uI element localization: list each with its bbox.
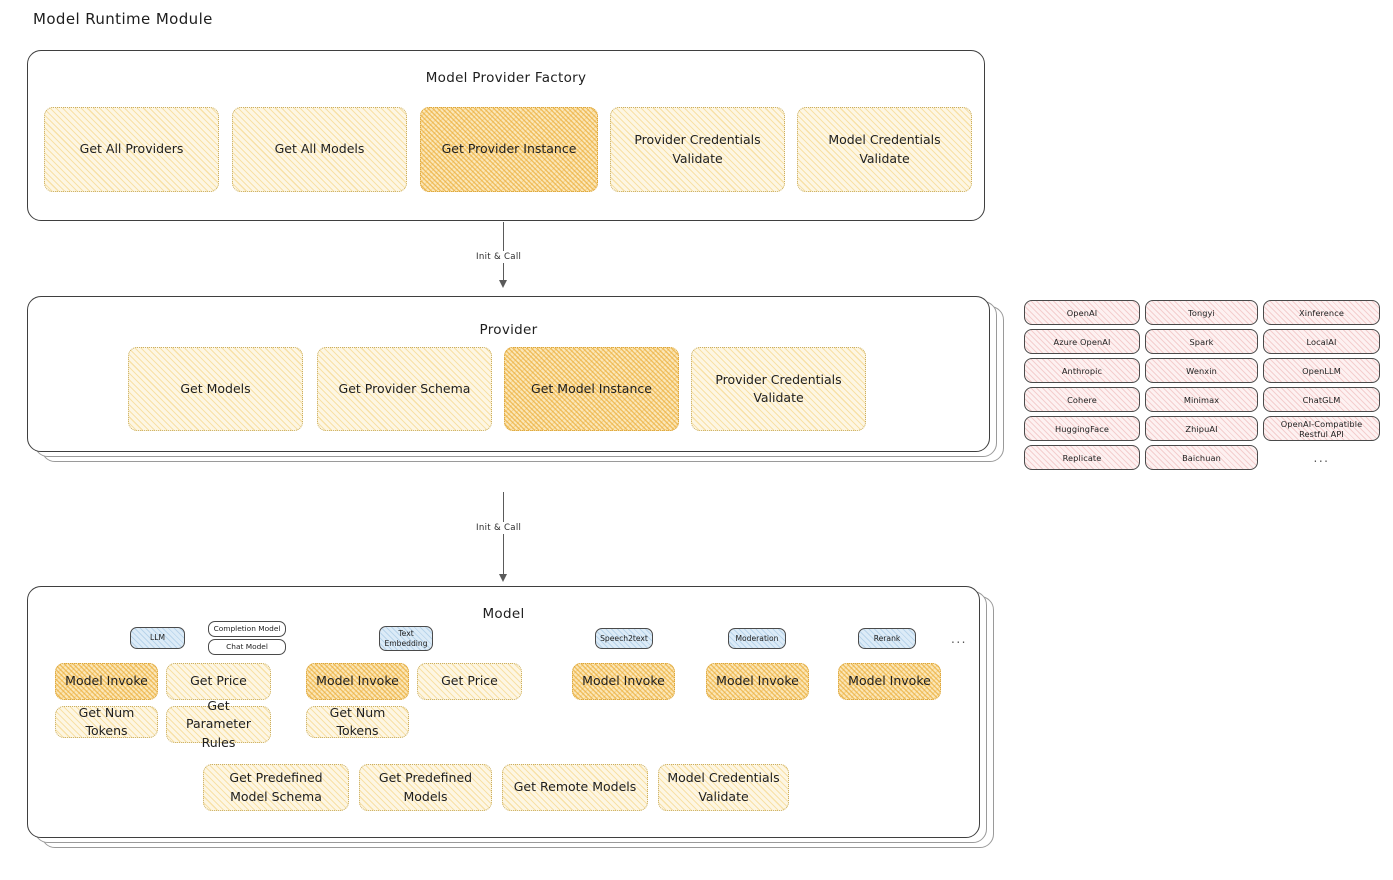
provider-pill-openllm[interactable]: OpenLLM (1263, 358, 1380, 383)
badge-chat-model[interactable]: Chat Model (208, 639, 286, 655)
model-groups: LLM Completion Model Chat Model Model In… (27, 586, 980, 838)
arrow-provider-to-model-head (499, 574, 507, 582)
node-text-embedding-model-invoke[interactable]: Model Invoke (306, 663, 409, 700)
model-title: Model (482, 606, 525, 622)
provider-title: Provider (479, 322, 538, 338)
provider-pill-replicate[interactable]: Replicate (1024, 445, 1140, 470)
node-provider-credentials-validate-2[interactable]: Provider Credentials Validate (691, 347, 866, 431)
node-get-remote-models[interactable]: Get Remote Models (502, 764, 648, 811)
badge-completion-model[interactable]: Completion Model (208, 621, 286, 637)
provider-pill-anthropic[interactable]: Anthropic (1024, 358, 1140, 383)
node-rerank-model-invoke[interactable]: Model Invoke (838, 663, 941, 700)
node-get-provider-instance[interactable]: Get Provider Instance (420, 107, 598, 192)
badge-text-embedding[interactable]: Text Embedding (379, 626, 433, 651)
node-speech2text-model-invoke[interactable]: Model Invoke (572, 663, 675, 700)
badge-llm[interactable]: LLM (130, 627, 185, 649)
arrow-provider-to-model-line (503, 492, 505, 580)
arrow-label-init-call-1: Init & Call (472, 251, 526, 263)
provider-pill-minimax[interactable]: Minimax (1145, 387, 1258, 412)
node-model-credentials-validate[interactable]: Model Credentials Validate (797, 107, 972, 192)
model-provider-factory-title: Model Provider Factory (425, 70, 587, 86)
node-text-embedding-get-num-tokens[interactable]: Get Num Tokens (306, 705, 409, 738)
provider-pill-localai[interactable]: LocalAI (1263, 329, 1380, 354)
arrow-label-init-call-2: Init & Call (472, 522, 526, 534)
node-get-provider-schema[interactable]: Get Provider Schema (317, 347, 492, 431)
page-title: Model Runtime Module (33, 10, 213, 28)
node-moderation-model-invoke[interactable]: Model Invoke (706, 663, 809, 700)
node-provider-credentials-validate[interactable]: Provider Credentials Validate (610, 107, 785, 192)
node-llm-get-price[interactable]: Get Price (166, 663, 271, 700)
provider-list-more: ... (1313, 450, 1330, 465)
node-llm-get-num-tokens[interactable]: Get Num Tokens (55, 705, 158, 738)
provider-pill-chatglm[interactable]: ChatGLM (1263, 387, 1380, 412)
badge-speech2text[interactable]: Speech2text (595, 628, 653, 649)
model-groups-more: ... (951, 631, 967, 646)
provider-pill-zhipuai[interactable]: ZhipuAI (1145, 416, 1258, 441)
node-get-all-providers[interactable]: Get All Providers (44, 107, 219, 192)
provider-pill-spark[interactable]: Spark (1145, 329, 1258, 354)
provider-list: OpenAI Azure OpenAI Anthropic Cohere Hug… (1024, 300, 1384, 475)
provider-pill-xinference[interactable]: Xinference (1263, 300, 1380, 325)
provider-pill-cohere[interactable]: Cohere (1024, 387, 1140, 412)
factory-nodes: Get All Providers Get All Models Get Pro… (27, 50, 985, 221)
node-get-models[interactable]: Get Models (128, 347, 303, 431)
provider-pill-openai[interactable]: OpenAI (1024, 300, 1140, 325)
badge-rerank[interactable]: Rerank (858, 628, 916, 649)
node-get-all-models[interactable]: Get All Models (232, 107, 407, 192)
node-text-embedding-get-price[interactable]: Get Price (417, 663, 522, 700)
provider-pill-wenxin[interactable]: Wenxin (1145, 358, 1258, 383)
provider-pill-azure-openai[interactable]: Azure OpenAI (1024, 329, 1140, 354)
provider-pill-baichuan[interactable]: Baichuan (1145, 445, 1258, 470)
badge-moderation[interactable]: Moderation (728, 628, 786, 649)
provider-pill-tongyi[interactable]: Tongyi (1145, 300, 1258, 325)
node-llm-get-parameter-rules[interactable]: Get Parameter Rules (166, 698, 271, 750)
arrow-factory-to-provider-head (499, 280, 507, 288)
node-get-model-instance[interactable]: Get Model Instance (504, 347, 679, 431)
node-get-predefined-models[interactable]: Get Predefined Models (359, 764, 492, 811)
node-model-credentials-validate-2[interactable]: Model Credentials Validate (658, 764, 789, 811)
provider-pill-openai-compatible-restful-api[interactable]: OpenAI-Compatible Restful API (1263, 416, 1380, 441)
node-llm-model-invoke[interactable]: Model Invoke (55, 663, 158, 700)
provider-pill-huggingface[interactable]: HuggingFace (1024, 416, 1140, 441)
node-get-predefined-model-schema[interactable]: Get Predefined Model Schema (203, 764, 349, 811)
provider-nodes: Get Models Get Provider Schema Get Model… (27, 296, 990, 452)
